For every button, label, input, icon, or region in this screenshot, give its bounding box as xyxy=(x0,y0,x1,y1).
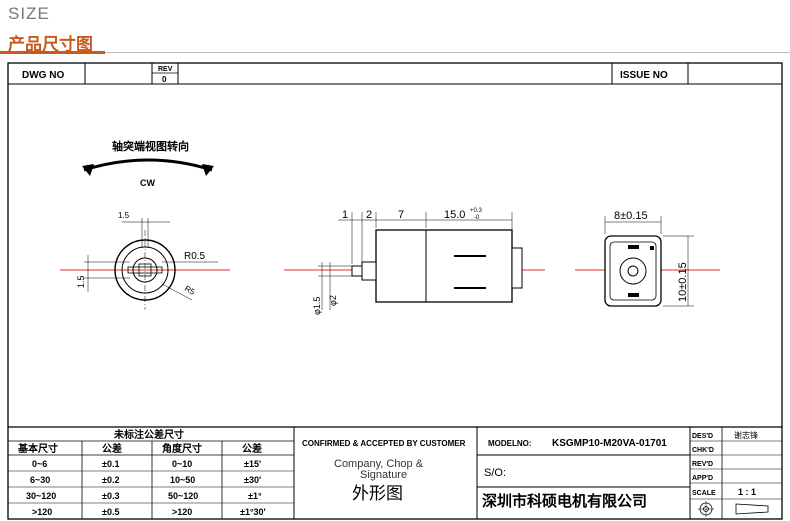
rotation-direction: CW xyxy=(140,178,155,188)
model-label: MODELNO: xyxy=(488,439,532,448)
tol-header-angle-tolerance: 公差 xyxy=(242,442,262,455)
drawing-border xyxy=(7,62,783,520)
tol-cell: 10~50 xyxy=(170,475,195,485)
rev-label: REV xyxy=(158,66,173,73)
front-radius-large: R5 xyxy=(183,284,197,297)
size-label: SIZE xyxy=(8,4,50,23)
side-dim-7: 7 xyxy=(398,209,404,221)
projection-cone-icon xyxy=(735,503,769,515)
tol-cell: 6~30 xyxy=(30,475,50,485)
projection-symbol-icon xyxy=(698,501,714,517)
side-dim-1: 1 xyxy=(342,209,348,221)
tol-cell: 50~120 xyxy=(168,491,198,501)
side-shaft-diameter-1: φ1.5 xyxy=(312,297,322,315)
checked-label: CHK'D xyxy=(692,447,714,454)
header-divider xyxy=(0,52,790,53)
customer-confirmation: CONFIRMED & ACCEPTED BY CUSTOMER Company… xyxy=(302,427,478,519)
side-dim-2: 2 xyxy=(366,209,372,221)
dwg-no-label: DWG NO xyxy=(22,70,64,81)
tol-cell: ±0.5 xyxy=(102,507,119,517)
end-width-dim: 8±0.15 xyxy=(614,210,648,222)
tol-cell: 0~10 xyxy=(172,459,192,469)
end-view: 8±0.15 10±0.15 xyxy=(575,210,720,307)
tol-header-tolerance: 公差 xyxy=(102,442,122,455)
tol-cell: ±15' xyxy=(244,459,261,469)
end-height-dim: 10±0.15 xyxy=(677,262,689,302)
tol-cell: 0~6 xyxy=(32,459,47,469)
tol-cell: ±1°30' xyxy=(240,507,266,517)
front-dim-side: 1.5 xyxy=(76,275,86,288)
tol-header-basic: 基本尺寸 xyxy=(17,442,58,455)
rev-value: 0 xyxy=(162,75,167,84)
tol-cell: ±30' xyxy=(244,475,261,485)
side-shaft-diameter-2: φ2 xyxy=(328,295,338,306)
rotation-arc xyxy=(83,158,213,172)
product-dimension-title: 产品尺寸图 xyxy=(8,35,93,54)
company-name: 深圳市科硕电机有限公司 xyxy=(482,492,647,510)
side-tol-upper: +0.3 xyxy=(470,208,483,214)
tolerance-table-title: 未标注公差尺寸 xyxy=(113,428,184,441)
tol-cell: 30~120 xyxy=(26,491,56,501)
header-accent-bar xyxy=(0,51,105,54)
front-radius-small: R0.5 xyxy=(184,251,206,262)
rotation-title: 轴突端视图转向 xyxy=(112,139,189,153)
confirm-heading: CONFIRMED & ACCEPTED BY CUSTOMER xyxy=(302,439,466,448)
tol-cell: ±0.2 xyxy=(102,475,119,485)
model-block: MODELNO: KSGMP10-M20VA-01701 S/O: 深圳市科硕电… xyxy=(477,427,691,519)
confirm-signature: Signature xyxy=(360,469,407,481)
side-view: 1 2 7 15.0 +0.3 -0 φ1.5 φ2 xyxy=(284,208,545,315)
scale-label: SCALE xyxy=(692,490,716,497)
side-tol-lower: -0 xyxy=(474,215,480,221)
reviewed-label: REV'D xyxy=(692,461,713,468)
designer-name: 谢志锋 xyxy=(734,430,758,440)
side-dim-body-length: 15.0 xyxy=(444,209,465,221)
outline-drawing-title: 外形图 xyxy=(352,484,403,503)
front-view: 1.5 1.5 R0.5 R5 xyxy=(60,211,230,310)
confirm-company-chop: Company, Chop & xyxy=(334,458,424,470)
approval-block: DES'D 谢志锋 CHK'D REV'D APP'D SCALE 1 : 1 xyxy=(690,427,782,519)
tol-header-angle: 角度尺寸 xyxy=(162,442,202,455)
tol-cell: >120 xyxy=(32,507,52,517)
model-number: KSGMP10-M20VA-01701 xyxy=(552,438,667,449)
tol-cell: ±0.1 xyxy=(102,459,119,469)
scale-value: 1 : 1 xyxy=(738,487,756,497)
issue-no-label: ISSUE NO xyxy=(620,70,668,81)
designed-label: DES'D xyxy=(692,433,713,440)
tol-cell: >120 xyxy=(172,507,192,517)
so-label: S/O: xyxy=(484,467,506,479)
front-dim-top: 1.5 xyxy=(118,211,130,220)
tol-cell: ±0.3 xyxy=(102,491,119,501)
tol-cell: ±1° xyxy=(248,491,262,501)
tolerance-table: 未标注公差尺寸 基本尺寸 公差 角度尺寸 公差 0~6 ±0.1 0~10 ±1… xyxy=(8,427,295,519)
approved-label: APP'D xyxy=(692,475,713,482)
